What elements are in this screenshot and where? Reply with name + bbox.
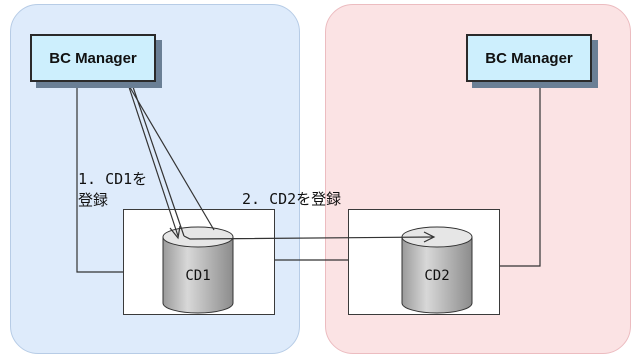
arrowhead-cd2: [423, 231, 436, 243]
arrow-register-cd1-a: [127, 83, 179, 237]
connector-left-manager-box: [76, 84, 123, 273]
arrow-register-cd2-path: [183, 235, 434, 240]
step2-label: 2. CD2を登録: [242, 190, 342, 208]
disk-cd1-label: CD1: [185, 268, 210, 284]
arrow-register-cd2: [131, 83, 185, 237]
step1-label-line2: 登録: [78, 191, 109, 209]
disk-cd1: [162, 226, 234, 314]
bc-manager-right: BC Manager: [466, 34, 592, 82]
step1-label-line1: 1. CD1を: [78, 170, 148, 188]
arrow-register-cd1-b: [127, 83, 215, 231]
disk-cd2-label: CD2: [424, 268, 449, 284]
arrowhead-cd1-a: [169, 225, 181, 240]
connector-right-manager-box: [500, 84, 541, 267]
bc-manager-left: BC Manager: [30, 34, 156, 82]
